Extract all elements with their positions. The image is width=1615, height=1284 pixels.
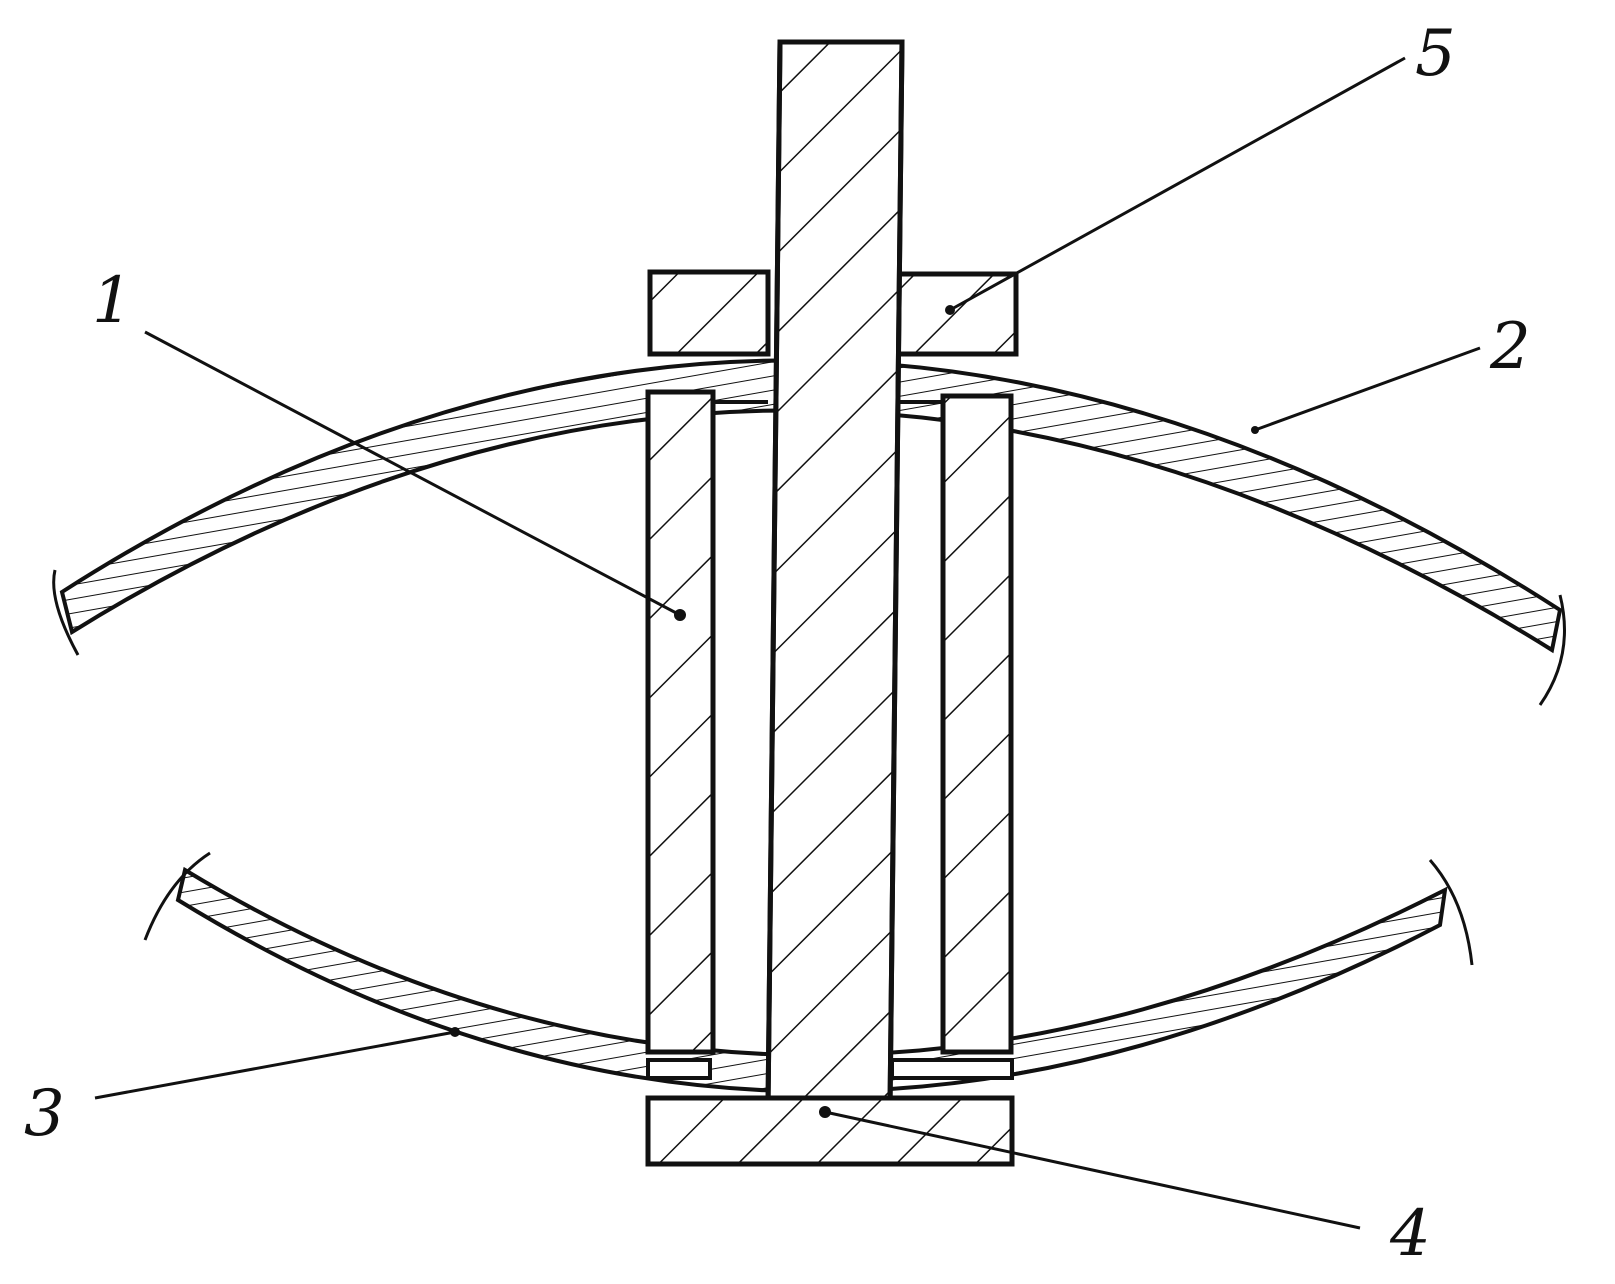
leader-2 xyxy=(1254,346,1481,432)
label-part-1: 1 xyxy=(92,264,133,338)
upper-curved-plate xyxy=(52,358,1566,706)
sleeve xyxy=(645,389,1014,1055)
leader-1 xyxy=(144,330,681,617)
leader-dots xyxy=(450,305,1259,1118)
label-part-5: 5 xyxy=(1415,17,1456,91)
leader-4 xyxy=(824,1110,1361,1230)
leader-lines xyxy=(94,56,1481,1230)
label-part-2: 2 xyxy=(1489,310,1531,384)
leader-5 xyxy=(949,56,1406,312)
top-nut xyxy=(647,269,1019,357)
leader-3 xyxy=(94,1030,456,1100)
label-part-3: 3 xyxy=(24,1077,65,1151)
lower-curved-plate xyxy=(143,851,1474,1094)
label-part-4: 4 xyxy=(1389,1197,1431,1271)
center-bolt xyxy=(765,39,905,1111)
